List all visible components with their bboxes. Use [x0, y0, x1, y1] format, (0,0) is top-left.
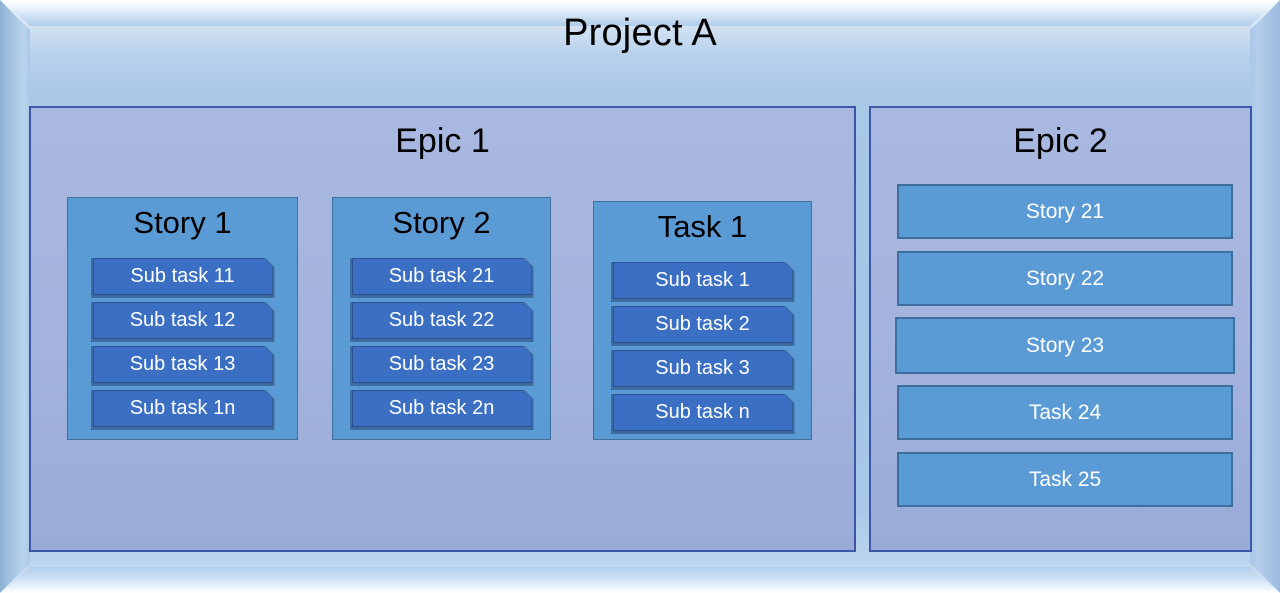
epic-container-1[interactable]: Epic 1 Story 1 Sub task 11 Sub task 12: [29, 106, 856, 552]
subtask-chip[interactable]: Sub task 1: [613, 262, 793, 299]
frame-bevel-top: [0, 0, 1280, 26]
epic-2-item[interactable]: Task 24: [897, 385, 1233, 440]
subtask-row: Sub task 22: [333, 302, 550, 344]
column-title-story-2: Story 2: [392, 205, 491, 240]
subtask-list-story-2: Sub task 21 Sub task 22 Sub task 23 Sub …: [333, 258, 550, 438]
subtask-chip[interactable]: Sub task 22: [352, 302, 532, 339]
subtask-chip[interactable]: Sub task 2: [613, 306, 793, 343]
subtask-row: Sub task 23: [333, 346, 550, 388]
column-story-1[interactable]: Story 1 Sub task 11 Sub task 12 Sub task…: [67, 197, 298, 440]
subtask-row: Sub task 12: [68, 302, 297, 344]
subtask-chip[interactable]: Sub task 21: [352, 258, 532, 295]
project-title: Project A: [563, 12, 717, 54]
epic-2-item[interactable]: Task 25: [897, 452, 1233, 507]
subtask-row: Sub task n: [594, 394, 811, 436]
epic-container-2[interactable]: Epic 2 Story 21 Story 22 Story 23 Task 2…: [869, 106, 1252, 552]
frame-bevel-bottom: [0, 567, 1280, 593]
column-story-2[interactable]: Story 2 Sub task 21 Sub task 22 Sub task…: [332, 197, 551, 440]
frame-bevel-right: [1250, 0, 1280, 593]
epic-2-item[interactable]: Story 23: [895, 317, 1235, 374]
subtask-chip[interactable]: Sub task n: [613, 394, 793, 431]
subtask-list-story-1: Sub task 11 Sub task 12 Sub task 13 Sub …: [68, 258, 297, 438]
subtask-chip[interactable]: Sub task 13: [93, 346, 273, 383]
column-title-story-1: Story 1: [133, 205, 232, 240]
subtask-row: Sub task 2n: [333, 390, 550, 432]
subtask-chip[interactable]: Sub task 23: [352, 346, 532, 383]
epic-title-1: Epic 1: [395, 122, 490, 160]
subtask-chip[interactable]: Sub task 12: [93, 302, 273, 339]
subtask-row: Sub task 3: [594, 350, 811, 392]
column-title-task-1: Task 1: [657, 209, 748, 244]
subtask-list-task-1: Sub task 1 Sub task 2 Sub task 3 Sub tas…: [594, 262, 811, 442]
subtask-row: Sub task 1: [594, 262, 811, 304]
subtask-chip[interactable]: Sub task 3: [613, 350, 793, 387]
epic-2-item[interactable]: Story 21: [897, 184, 1233, 239]
epic-title-2: Epic 2: [1013, 122, 1108, 160]
subtask-chip[interactable]: Sub task 2n: [352, 390, 532, 427]
subtask-chip[interactable]: Sub task 1n: [93, 390, 273, 427]
subtask-row: Sub task 2: [594, 306, 811, 348]
subtask-row: Sub task 11: [68, 258, 297, 300]
subtask-row: Sub task 21: [333, 258, 550, 300]
column-task-1[interactable]: Task 1 Sub task 1 Sub task 2 Sub task 3: [593, 201, 812, 440]
subtask-chip[interactable]: Sub task 11: [93, 258, 273, 295]
subtask-row: Sub task 13: [68, 346, 297, 388]
epic-2-item[interactable]: Story 22: [897, 251, 1233, 306]
subtask-row: Sub task 1n: [68, 390, 297, 432]
frame-bevel-left: [0, 0, 30, 593]
